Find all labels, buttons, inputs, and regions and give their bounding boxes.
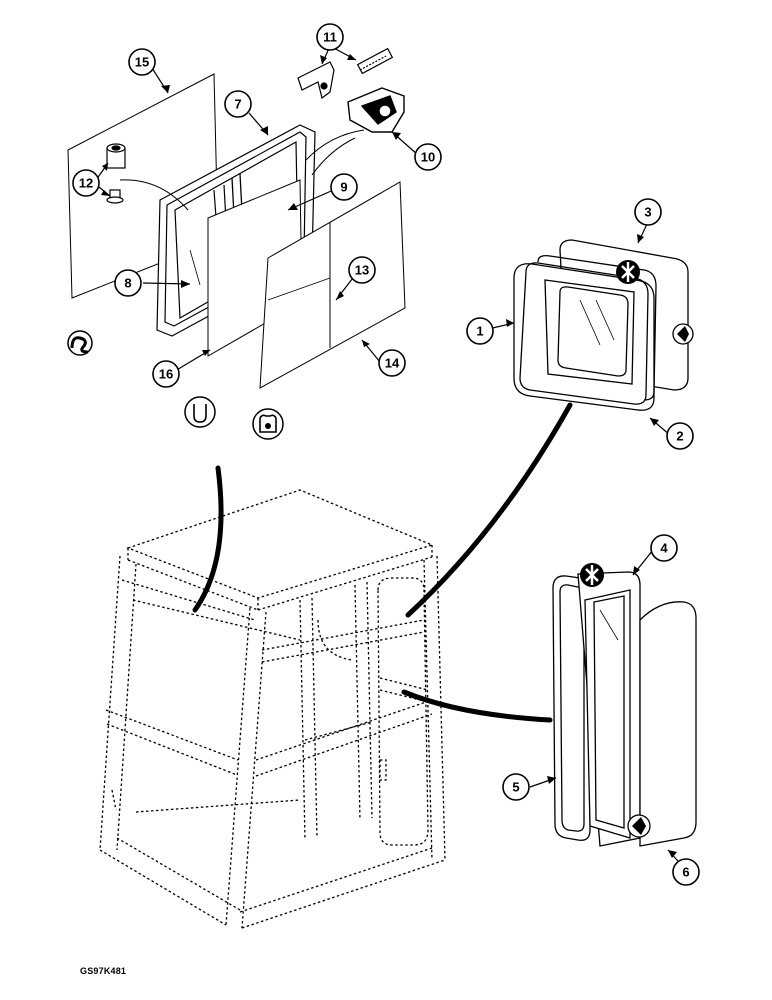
- callout-circle: [672, 858, 700, 886]
- clip-symbol-icon: [184, 396, 216, 428]
- callout-circle: [72, 169, 100, 197]
- callout-circle: [650, 534, 678, 562]
- callout-number: 11: [323, 30, 337, 45]
- leader-front-window: [192, 465, 224, 613]
- callout-5: 5: [502, 773, 530, 801]
- callout-circle: [330, 173, 358, 201]
- apply-direction-icon: [672, 323, 694, 345]
- hinge-10: [347, 87, 405, 133]
- callout-number: 15: [135, 55, 149, 70]
- callout-circle: [152, 360, 180, 388]
- callout-number: 7: [234, 97, 241, 112]
- sealant-symbol-icon: [67, 330, 93, 356]
- callout-number: 10: [421, 150, 435, 165]
- callout-7: 7: [224, 90, 252, 118]
- rubber-seal-icon: [580, 563, 604, 587]
- callout-number: 4: [660, 541, 668, 556]
- callout-circle: [414, 143, 442, 171]
- callout-arrows: [101, 54, 677, 858]
- callout-circle: [466, 317, 494, 345]
- callout-circle: [224, 90, 252, 118]
- leader-side-window: [401, 689, 553, 723]
- callout-1: 1: [466, 317, 494, 345]
- callout-circle: [348, 256, 376, 284]
- callout-number: 1: [476, 324, 483, 339]
- thin-leaders: [119, 129, 365, 211]
- callout-number: 9: [340, 180, 347, 195]
- callout-number: 14: [385, 356, 400, 371]
- rubber-seal-icon: [616, 260, 640, 284]
- callout-2: 2: [666, 422, 694, 450]
- rear-window-assembly: [513, 239, 689, 411]
- callout-circle: [502, 773, 530, 801]
- callout-4: 4: [650, 534, 678, 562]
- callout-8: 8: [114, 269, 142, 297]
- callout-3: 3: [634, 198, 662, 226]
- callout-12: 12: [72, 169, 100, 197]
- callout-10: 10: [414, 143, 442, 171]
- callout-circle: [128, 48, 156, 76]
- callout-14: 14: [378, 349, 406, 377]
- callout-15: 15: [128, 48, 156, 76]
- leader-lines: [192, 402, 573, 723]
- callout-number: 12: [79, 176, 93, 191]
- callout-6: 6: [672, 858, 700, 886]
- callout-number: 3: [644, 205, 651, 220]
- callout-number: 2: [676, 429, 683, 444]
- leader-rear-window: [405, 402, 573, 618]
- panel-14-edge: [267, 277, 331, 301]
- apply-direction-icon: [627, 814, 651, 838]
- callout-circle: [666, 422, 694, 450]
- callout-9: 9: [330, 173, 358, 201]
- callout-13: 13: [348, 256, 376, 284]
- clamp-symbol-icon: [252, 408, 284, 440]
- callout-circle: [114, 269, 142, 297]
- spacer-12: [106, 143, 126, 204]
- callout-circle: [378, 349, 406, 377]
- callout-number: 16: [159, 367, 173, 382]
- callout-16: 16: [152, 360, 180, 388]
- callout-number: 5: [512, 780, 519, 795]
- callout-number: 6: [682, 865, 689, 880]
- glass-panel-14: [259, 181, 406, 389]
- bracket-11: [297, 47, 394, 100]
- side-window-assembly: [552, 571, 697, 847]
- callout-circle: [316, 23, 344, 51]
- callout-11: 11: [316, 23, 344, 51]
- cab-frame: [99, 489, 446, 929]
- callout-number: 13: [355, 263, 369, 278]
- callout-circle: [634, 198, 662, 226]
- figure-reference-code: GS97K481: [80, 966, 127, 976]
- callout-number: 8: [124, 276, 131, 291]
